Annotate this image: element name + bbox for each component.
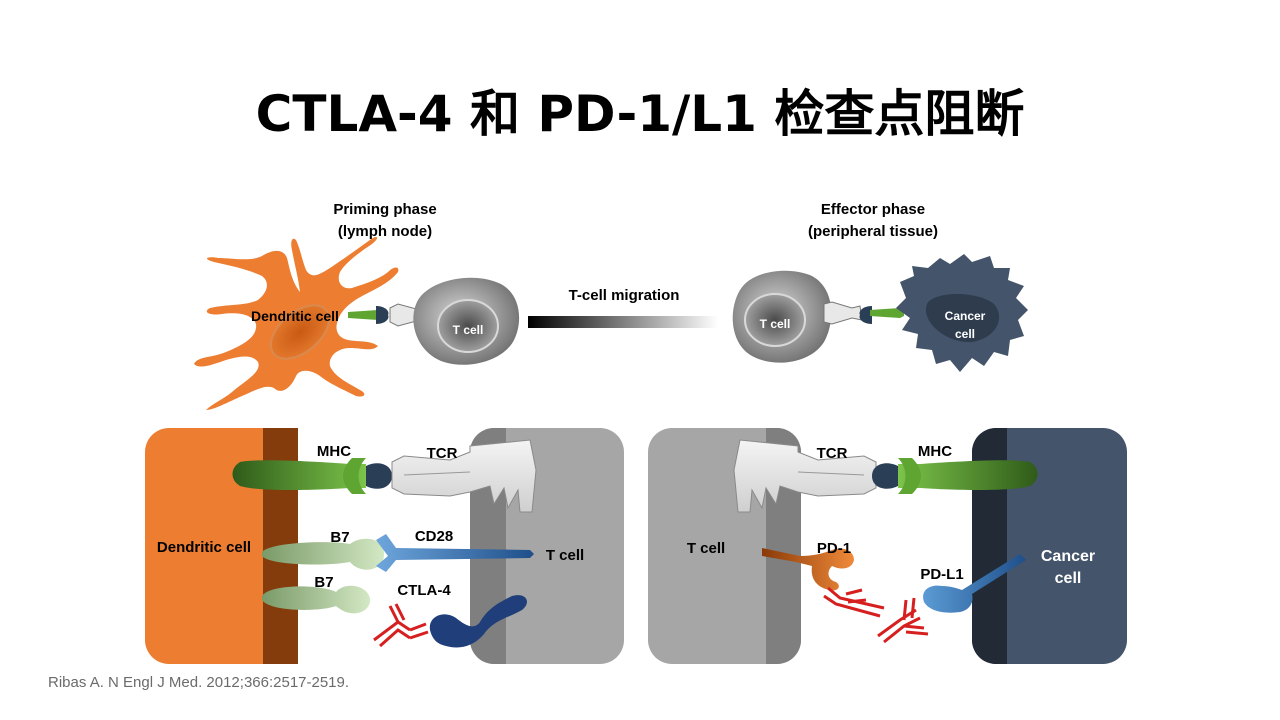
t-cell-illustration-right (732, 270, 832, 363)
effector-phase-label: Effector phase (821, 201, 925, 218)
dendritic-cell-label: Dendritic cell (157, 539, 251, 556)
citation: Ribas A. N Engl J Med. 2012;366:2517-251… (48, 674, 350, 691)
tcr-label-left: TCR (427, 445, 458, 462)
t-cell-illustration-left (413, 277, 520, 365)
dendritic-cell-illustration (194, 237, 399, 410)
pdl1-ligand (923, 554, 1026, 613)
ctla4-label: CTLA-4 (397, 582, 451, 599)
pd1-label: PD-1 (817, 540, 851, 557)
ctla4-receptor (429, 595, 527, 648)
cancer-cell-label-2: cell (1055, 570, 1082, 587)
cd28-label: CD28 (415, 528, 453, 545)
tcr-receptor-right (733, 439, 877, 513)
anti-ctla4-antibody (373, 603, 429, 648)
pdl1-label: PD-L1 (920, 566, 963, 583)
right-panel (648, 428, 1127, 664)
mhc-label-left: MHC (317, 443, 351, 460)
mhc-molecule-left (232, 460, 366, 490)
t-cell-label-top-left: T cell (453, 323, 484, 337)
tcr-receptor-left (391, 439, 537, 513)
anti-pdl1-antibody (877, 597, 929, 644)
t-cell-label-left: T cell (546, 547, 584, 564)
synapse-icon-right (823, 301, 904, 325)
cancer-cell-label-top-1: Cancer (945, 309, 986, 323)
cd28-receptor (376, 534, 534, 572)
priming-phase-label: Priming phase (333, 201, 436, 218)
migration-arrow (528, 316, 718, 328)
t-cell-label-right: T cell (687, 540, 725, 557)
cancer-cell-label-top-2: cell (955, 327, 975, 341)
antigen-peptide-left (366, 463, 392, 489)
anti-pd1-antibody (823, 586, 885, 618)
pd1-receptor (762, 548, 854, 591)
dendritic-cell-label-top: Dendritic cell (251, 308, 339, 324)
left-panel (145, 428, 624, 664)
mhc-molecule-right (898, 460, 1038, 490)
cancer-cell-illustration (896, 254, 1028, 372)
page-title: CTLA-4 和 PD-1/L1 检查点阻断 (255, 85, 1025, 143)
cancer-cell-label-1: Cancer (1041, 548, 1095, 565)
t-cell-label-top-right: T cell (760, 317, 791, 331)
migration-label: T-cell migration (569, 287, 680, 304)
b7-label-top: B7 (330, 529, 349, 546)
mhc-label-right: MHC (918, 443, 952, 460)
tcr-label-right: TCR (817, 445, 848, 462)
effector-location-label: (peripheral tissue) (808, 223, 938, 240)
b7-molecule-bottom (262, 585, 371, 614)
b7-molecule-top (262, 538, 385, 570)
antigen-peptide-right (872, 463, 898, 489)
priming-location-label: (lymph node) (338, 223, 432, 240)
b7-label-bottom: B7 (314, 574, 333, 591)
